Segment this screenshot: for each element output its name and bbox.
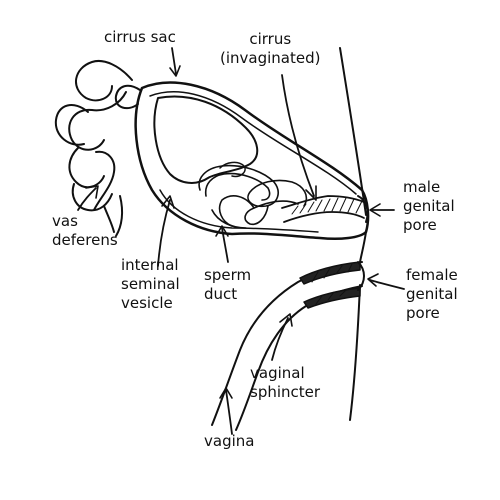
label-line: vagina [204, 432, 255, 450]
vaginal-sphincter-band [299, 261, 361, 285]
label-female-genital-pore: female genital pore [406, 266, 458, 323]
cirrus-tube [283, 211, 365, 223]
label-line: duct [204, 285, 238, 303]
label-cirrus: cirrus (invaginated) [220, 30, 320, 68]
internal-seminal-vesicle-outline [153, 95, 259, 184]
label-line: vas [52, 212, 78, 230]
label-line: (invaginated) [220, 49, 321, 67]
label-internal-seminal-vesicle: internal seminal vesicle [121, 256, 180, 313]
cirrus-hatching [291, 197, 363, 215]
vaginal-sphincter-band [303, 287, 361, 309]
sperm-duct [198, 164, 308, 229]
label-line: genital [406, 285, 458, 303]
pointer-arrows [77, 47, 405, 435]
label-line: vaginal [250, 364, 305, 382]
label-line: female [406, 266, 458, 284]
cirrus-sac-inner-wall [159, 189, 319, 233]
label-line: male [403, 178, 441, 196]
label-line: internal [121, 256, 179, 274]
label-line: vesicle [121, 294, 173, 312]
label-line: pore [406, 304, 440, 322]
label-sperm-duct: sperm duct [204, 266, 251, 304]
vaginal-sphincter-hatching [311, 263, 353, 305]
label-line: deferens [52, 231, 118, 249]
label-line: sphincter [250, 383, 321, 401]
cirrus-sac-outline [134, 81, 370, 240]
vagina-wall [235, 285, 363, 431]
vas-deferens-coils [54, 60, 141, 237]
label-vas-deferens: vas deferens [52, 212, 118, 250]
label-line: cirrus [249, 30, 292, 48]
seminal-vesicle-outlet [219, 161, 246, 178]
label-male-genital-pore: male genital pore [403, 178, 455, 235]
label-line: pore [403, 216, 437, 234]
label-line: cirrus sac [104, 28, 176, 46]
body-wall [349, 284, 361, 421]
label-cirrus-sac: cirrus sac [104, 28, 176, 47]
body-wall [359, 231, 367, 263]
female-genital-pore [357, 261, 365, 291]
label-line: sperm [204, 266, 252, 284]
label-vagina: vagina [204, 432, 254, 451]
cirrus-sac-inner-wall [149, 91, 357, 195]
label-line: genital [403, 197, 455, 215]
cirrus-tube [281, 195, 365, 209]
label-vaginal-sphincter: vaginal sphincter [250, 364, 320, 402]
body-wall [339, 47, 367, 216]
label-line: seminal [121, 275, 180, 293]
male-genital-pore [357, 195, 369, 223]
